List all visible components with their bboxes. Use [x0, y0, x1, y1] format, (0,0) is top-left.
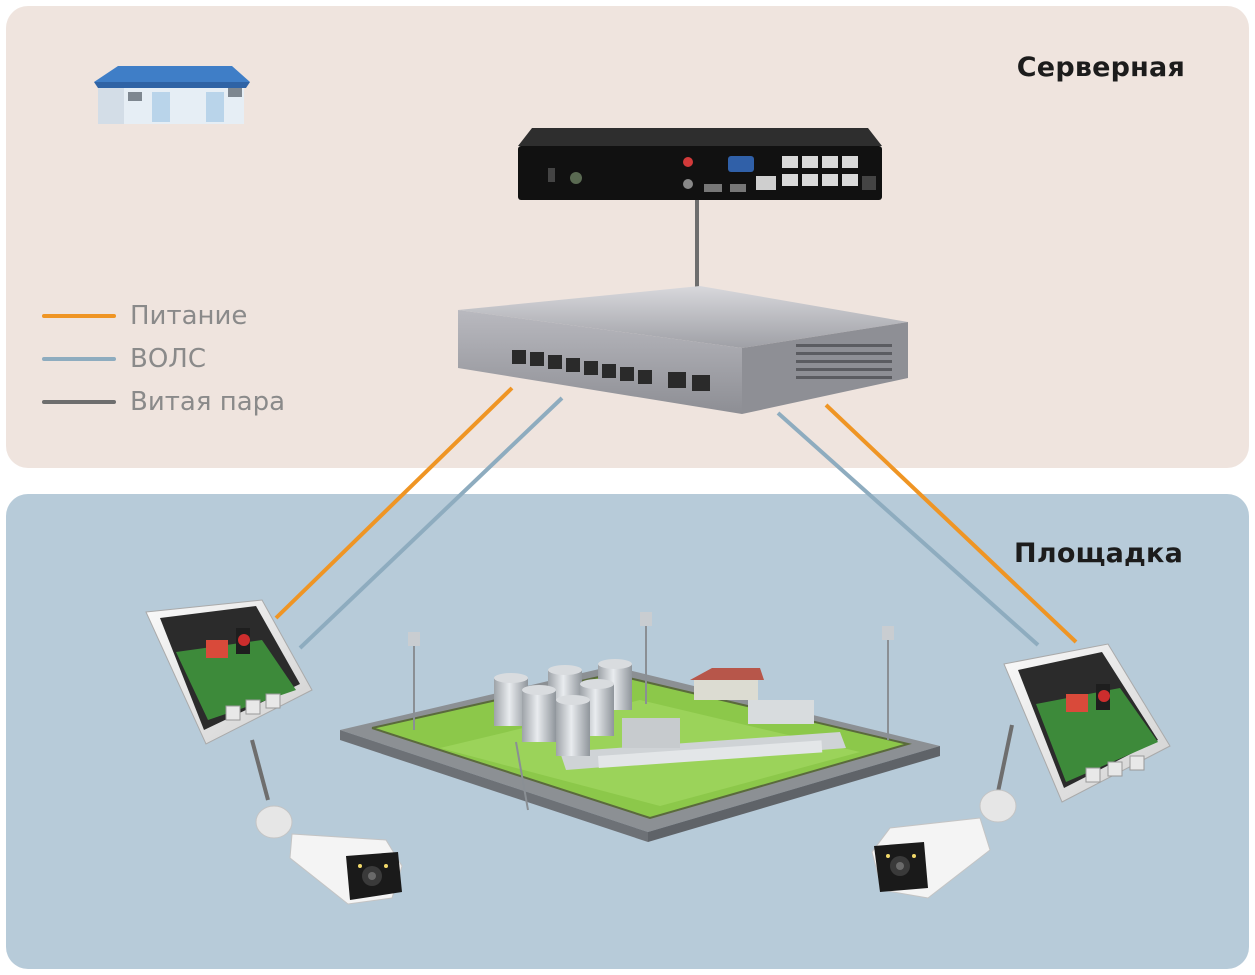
building-icon	[94, 66, 250, 124]
site-title: Площадка	[1014, 538, 1183, 569]
fiber-cable-left	[298, 396, 564, 650]
power-cable-left	[274, 386, 514, 620]
left-field-box	[145, 599, 313, 745]
legend: Питание ВОЛС Витая пара	[42, 294, 285, 423]
power-cable-right	[824, 403, 1078, 644]
legend-line-fiber	[42, 356, 116, 361]
legend-item-power: Питание	[42, 294, 285, 337]
legend-line-power	[42, 313, 116, 318]
server-room-title: Серверная	[1016, 52, 1185, 83]
legend-line-twisted-pair	[42, 399, 116, 404]
legend-label-twisted-pair: Витая пара	[130, 386, 286, 417]
nvr-recorder	[518, 128, 882, 200]
right-field-box	[1003, 643, 1171, 803]
right-camera	[871, 789, 1017, 899]
legend-item-twisted-pair: Витая пара	[42, 380, 285, 423]
cables	[250, 200, 1078, 801]
left-camera	[255, 805, 403, 905]
legend-label-power: Питание	[130, 300, 248, 331]
twisted-pair-right-camera	[996, 724, 1014, 793]
industrial-facility	[340, 612, 940, 842]
legend-label-fiber: ВОЛС	[130, 343, 207, 374]
twisted-pair-left-camera	[250, 739, 270, 801]
fiber-cable-right	[776, 411, 1040, 647]
poe-switch	[458, 286, 908, 414]
legend-item-fiber: ВОЛС	[42, 337, 285, 380]
